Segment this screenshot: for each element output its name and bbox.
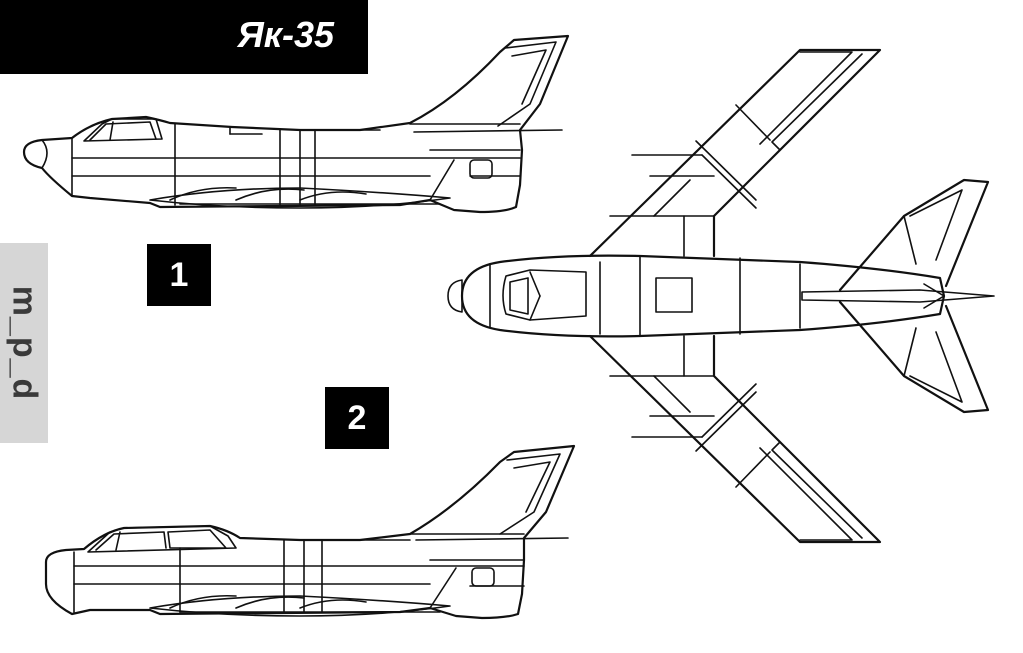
top-view: [447, 48, 995, 544]
title-banner: Як-35: [0, 0, 368, 74]
side-view-1-nose: [41, 139, 48, 169]
aircraft-title: Як-35: [237, 14, 334, 55]
top-view-nose: [447, 279, 463, 313]
side-view-1-fuselage: [22, 34, 570, 214]
top-view-wing-lower: [588, 334, 882, 544]
top-view-canopy: [502, 269, 587, 321]
side-view-2-fuselage: [44, 444, 576, 620]
side-view-2-nacelle: [149, 595, 451, 617]
side-view-2: [44, 444, 576, 620]
side-view-2-canopy: [87, 525, 237, 553]
view-label-1: 1: [147, 244, 211, 306]
top-view-stabilizer-lower: [838, 300, 990, 414]
side-view-2-vent: [471, 567, 495, 587]
view-label-2: 2: [325, 387, 389, 449]
top-view-wing-upper: [588, 48, 882, 258]
side-view-1-nacelle: [149, 187, 451, 209]
side-view-1-canopy: [83, 118, 163, 142]
side-view-1-vent: [469, 159, 493, 179]
view-label-2-text: 2: [347, 398, 367, 437]
top-view-fuselage: [460, 254, 946, 338]
author-tag: m_p_d: [0, 243, 48, 443]
view-label-1-text: 1: [169, 255, 189, 294]
side-view-1: [22, 34, 570, 214]
top-view-stabilizer-upper: [838, 178, 990, 292]
top-view-fin: [801, 289, 995, 303]
